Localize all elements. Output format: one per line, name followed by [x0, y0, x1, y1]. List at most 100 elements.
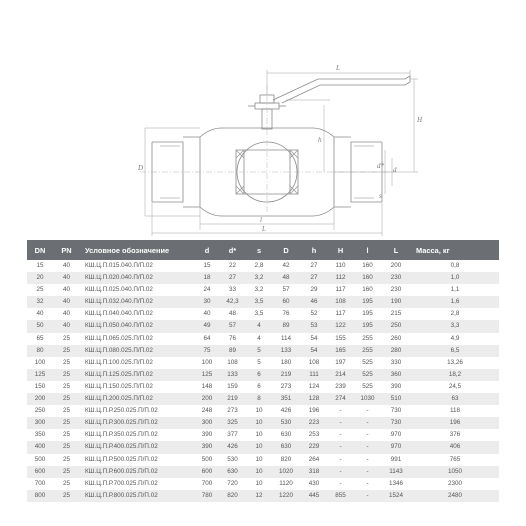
cell-col-designation: КШ.Ц.П.015.040.П/П.02 — [80, 260, 196, 273]
cell-col-s: 4 — [247, 320, 271, 333]
cell-col-dn: 100 — [27, 356, 53, 369]
cell-col-d-star: 57 — [218, 320, 247, 333]
cell-col-H: 117 — [327, 308, 354, 321]
cell-col-h: 196 — [301, 405, 327, 418]
cell-col-d: 700 — [196, 477, 218, 490]
cell-col-D: 60 — [271, 296, 301, 309]
dim-label-D: D — [137, 164, 143, 172]
cell-col-d-star: 273 — [218, 405, 247, 418]
cell-col-l: - — [354, 465, 381, 478]
cell-col-pn: 25 — [53, 441, 80, 454]
cell-col-dn: 65 — [27, 332, 53, 345]
cell-col-s: 10 — [247, 417, 271, 430]
cell-col-L: 230 — [381, 272, 411, 285]
cell-col-H: - — [327, 477, 354, 490]
cell-col-pn: 25 — [53, 453, 80, 466]
cell-col-d: 30 — [196, 296, 218, 309]
cell-col-mass: 13,26 — [411, 356, 499, 369]
body-bottom — [199, 206, 335, 217]
cell-col-L: 360 — [381, 368, 411, 381]
cell-col-h: 54 — [301, 332, 327, 345]
cell-col-l: - — [354, 477, 381, 490]
cell-col-l: 1030 — [354, 393, 381, 406]
cell-col-dn: 700 — [27, 477, 53, 490]
cell-col-D: 133 — [271, 344, 301, 357]
cell-col-designation: КШ.Ц.П.Р.700.025.П/П.02 — [80, 477, 196, 490]
cell-col-pn: 40 — [53, 320, 80, 333]
cell-col-s: 6 — [247, 368, 271, 381]
cell-col-L: 510 — [381, 393, 411, 406]
cell-col-L: 730 — [381, 405, 411, 418]
cell-col-l: - — [354, 453, 381, 466]
cell-col-designation: КШ.Ц.П.080.025.П/П.02 — [80, 344, 196, 357]
cell-col-designation: КШ.Ц.П.Р.500.025.П/П.02 — [80, 453, 196, 466]
cell-col-pn: 25 — [53, 465, 80, 478]
cell-col-d: 125 — [196, 368, 218, 381]
cell-col-H: 274 — [327, 393, 354, 406]
cell-col-l: 195 — [354, 308, 381, 321]
cell-col-H: 165 — [327, 344, 354, 357]
cell-col-designation: КШ.Ц.П.125.025.П/П.02 — [80, 368, 196, 381]
cell-col-l: 255 — [354, 332, 381, 345]
cell-col-dn: 250 — [27, 405, 53, 418]
cell-col-H: - — [327, 429, 354, 442]
cell-col-s: 10 — [247, 465, 271, 478]
cell-col-d-star: 325 — [218, 417, 247, 430]
cell-col-dn: 800 — [27, 489, 53, 502]
cell-col-d: 390 — [196, 441, 218, 454]
cell-col-H: - — [327, 453, 354, 466]
cell-col-d-star: 720 — [218, 477, 247, 490]
cell-col-d-star: 820 — [218, 489, 247, 502]
cell-col-s: 5 — [247, 356, 271, 369]
cell-col-mass: 1,0 — [411, 272, 499, 285]
dim-label-H: H — [416, 116, 423, 124]
cell-col-dn: 125 — [27, 368, 53, 381]
cell-col-pn: 40 — [53, 272, 80, 285]
header-col-mass: Масса, кг — [411, 240, 499, 260]
cell-col-D: 76 — [271, 308, 301, 321]
cell-col-h: 229 — [301, 441, 327, 454]
cell-col-d: 100 — [196, 356, 218, 369]
cell-col-mass: 2480 — [411, 489, 499, 502]
cell-col-s: 4 — [247, 332, 271, 345]
cell-col-designation: КШ.Ц.П.Р.800.025.П/П.02 — [80, 489, 196, 502]
cell-col-D: 48 — [271, 272, 301, 285]
cell-col-d-star: 33 — [218, 284, 247, 297]
cell-col-pn: 40 — [53, 296, 80, 309]
cell-col-designation: КШ.Ц.П.065.025.П/П.02 — [80, 332, 196, 345]
cell-col-l: 525 — [354, 356, 381, 369]
cell-col-s: 2,8 — [247, 260, 271, 273]
cell-col-L: 330 — [381, 356, 411, 369]
cell-col-designation: КШ.Ц.П.200.025.П/П.02 — [80, 393, 196, 406]
cell-col-d: 18 — [196, 272, 218, 285]
cell-col-d-star: 133 — [218, 368, 247, 381]
cell-col-h: 318 — [301, 465, 327, 478]
cell-col-h: 53 — [301, 320, 327, 333]
cell-col-l: 525 — [354, 368, 381, 381]
dim-label-L-bottom: L — [261, 225, 266, 233]
header-col-h: h — [301, 240, 327, 260]
cell-col-l: 160 — [354, 260, 381, 273]
cell-col-designation: КШ.Ц.П.020.040.П/П.02 — [80, 272, 196, 285]
cell-col-h: 445 — [301, 489, 327, 502]
cell-col-mass: 2300 — [411, 477, 499, 490]
cell-col-mass: 63 — [411, 393, 499, 406]
cell-col-L: 970 — [381, 441, 411, 454]
header-col-s: s — [247, 240, 271, 260]
cell-col-d: 49 — [196, 320, 218, 333]
cell-col-l: 255 — [354, 344, 381, 357]
handle-lever — [272, 75, 411, 104]
dim-label-L-top: L — [335, 64, 340, 72]
cell-col-L: 970 — [381, 429, 411, 442]
cell-col-L: 1143 — [381, 465, 411, 478]
cell-col-mass: 406 — [411, 441, 499, 454]
